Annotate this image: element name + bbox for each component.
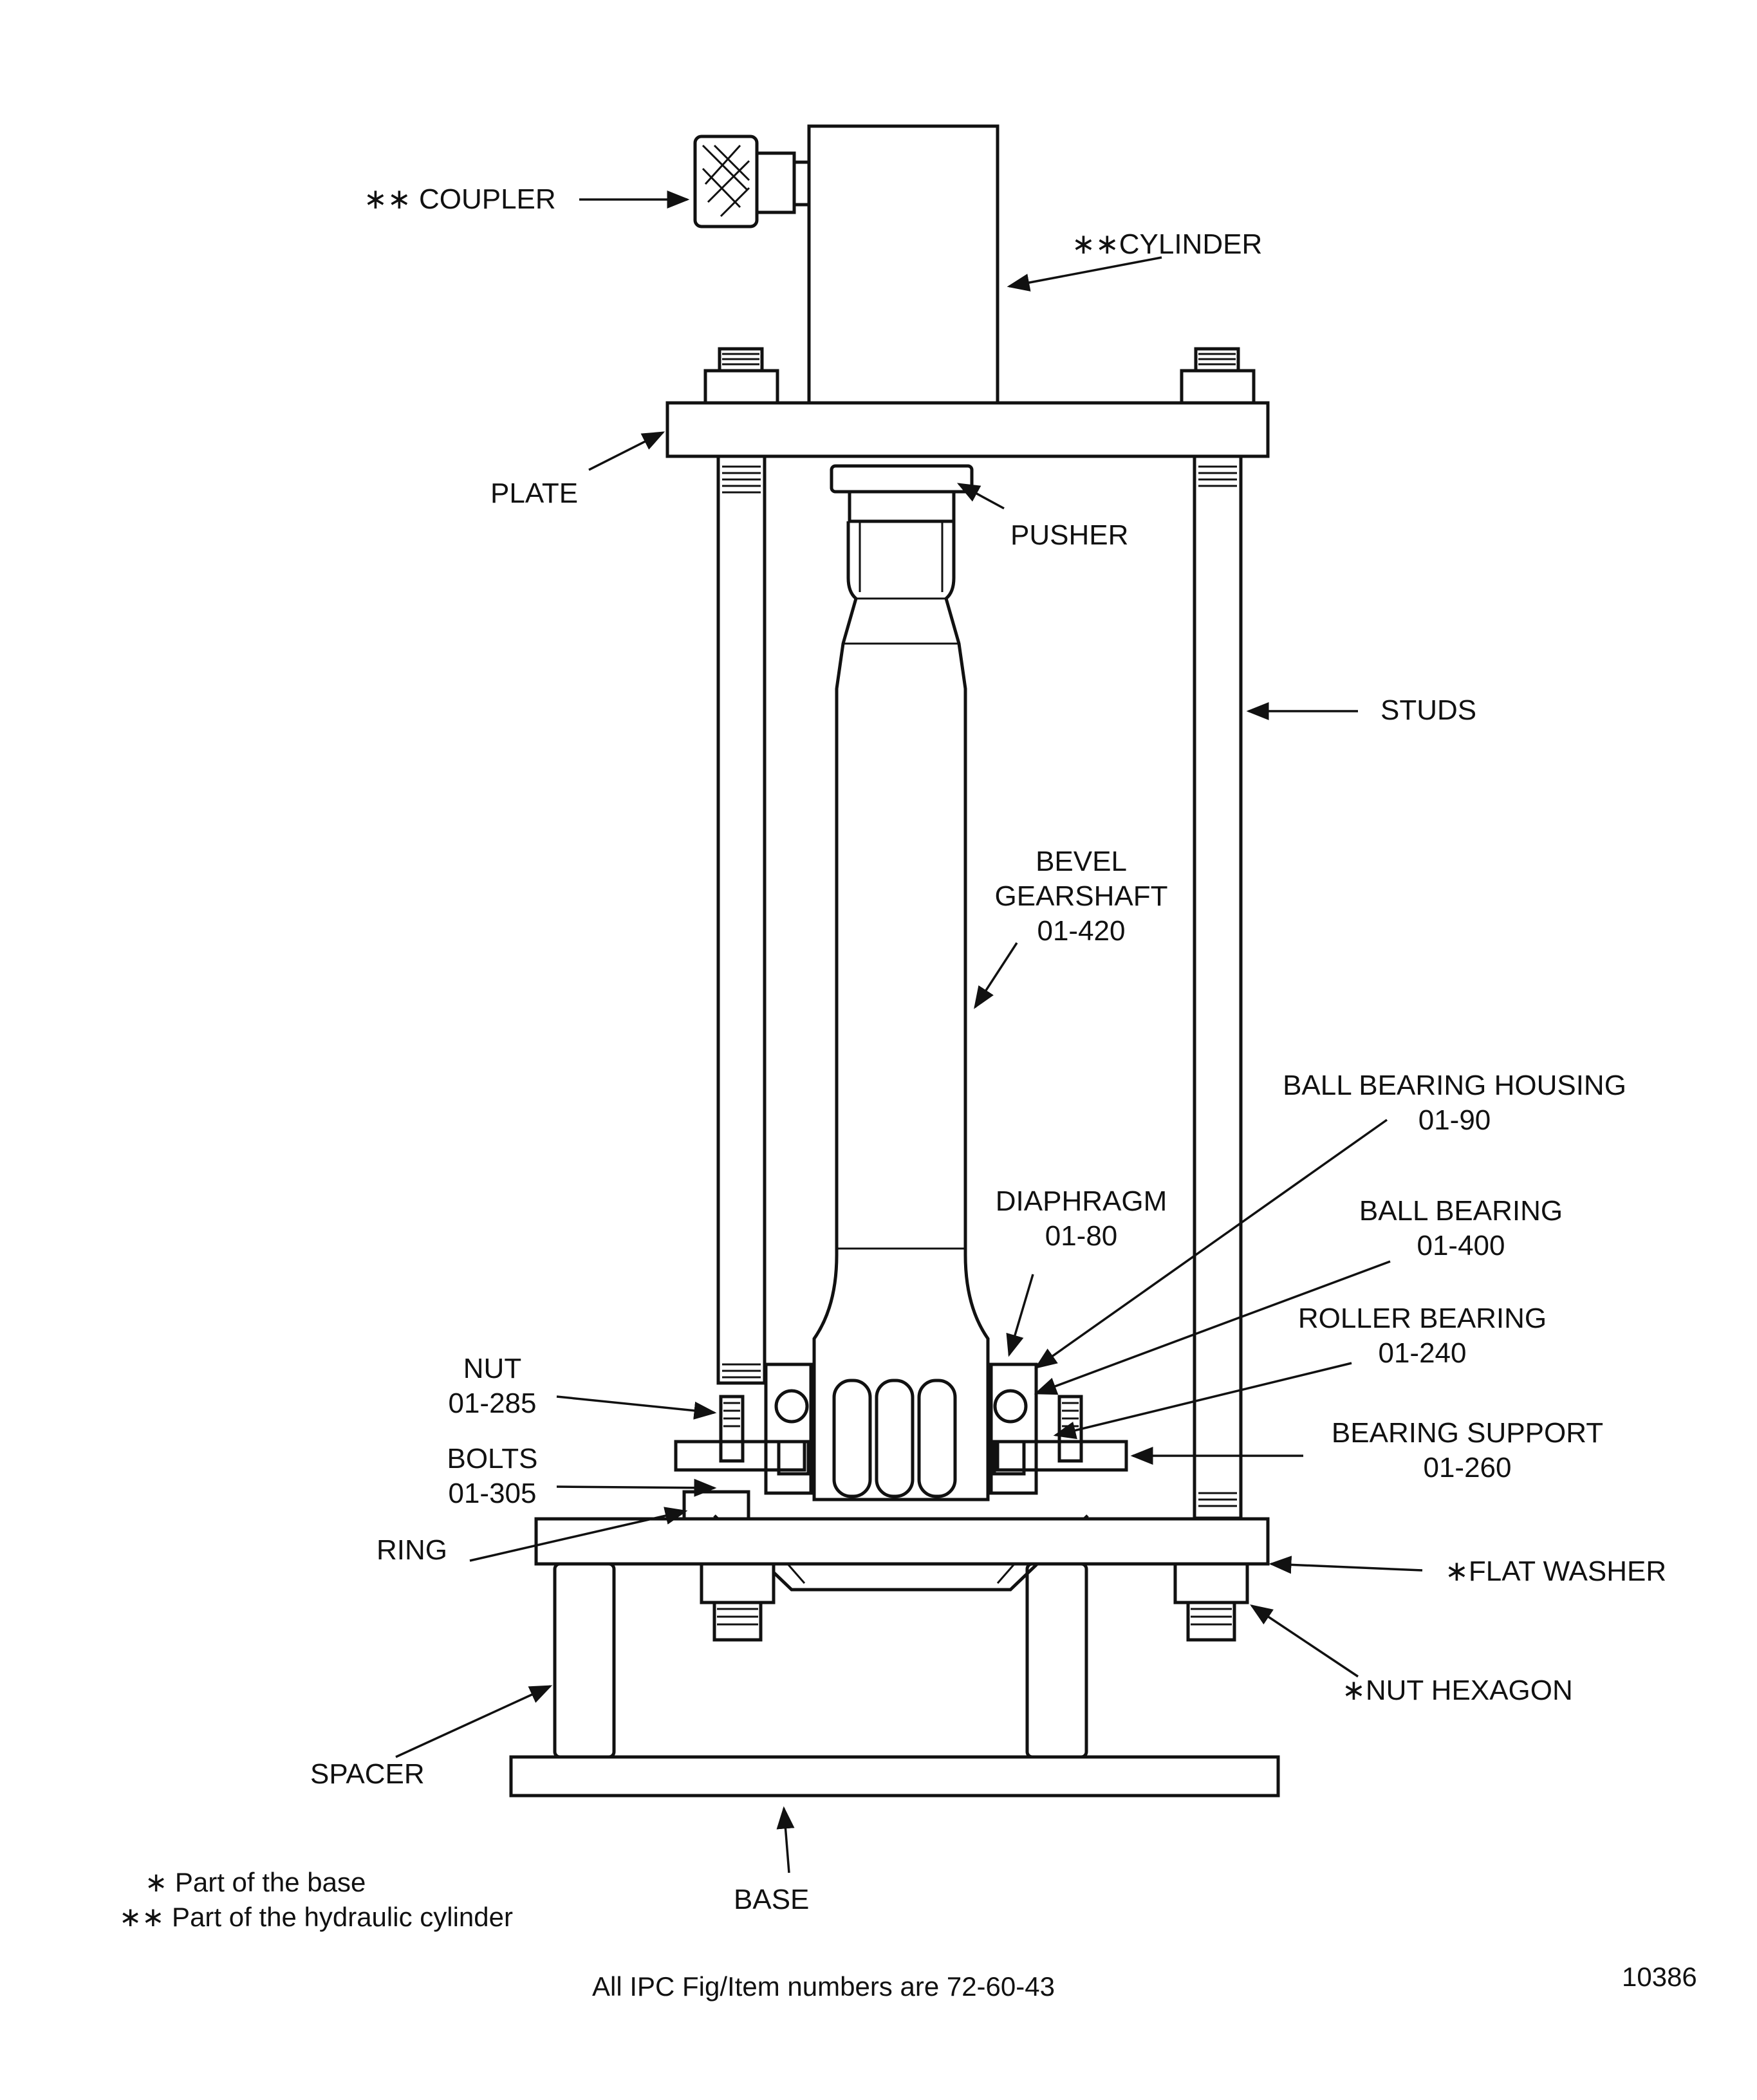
label-ball-bearing: BALL BEARING 01-400 (1359, 1195, 1563, 1261)
note-part-of-base: ∗ Part of the base (145, 1867, 366, 1897)
label-flat-washer: ∗FLAT WASHER (1445, 1556, 1667, 1587)
label-studs: STUDS (1380, 694, 1477, 726)
spacers (553, 1562, 1088, 1759)
cylinder (807, 124, 999, 405)
ipc-note: All IPC Fig/Item numbers are 72-60-43 (592, 1971, 1055, 2002)
bearing-assembly-left (674, 1362, 813, 1495)
label-ring: RING (376, 1534, 447, 1566)
label-base: BASE (734, 1884, 810, 1915)
flat-washer-plate (534, 1517, 1270, 1566)
pusher (830, 464, 974, 523)
label-cylinder: ∗∗CYLINDER (1072, 228, 1263, 260)
label-bearing-support: BEARING SUPPORT 01-260 (1331, 1417, 1604, 1483)
label-bevel-gearshaft: BEVEL GEARSHAFT 01-420 (994, 846, 1168, 947)
label-plate: PLATE (490, 478, 579, 509)
label-diaphragm: DIAPHRAGM 01-80 (995, 1185, 1167, 1252)
bearing-assembly-right (989, 1362, 1128, 1495)
label-nut-hexagon: ∗NUT HEXAGON (1342, 1675, 1573, 1706)
plate (665, 401, 1270, 458)
leader-lines (395, 190, 1423, 1873)
label-ball-bearing-housing: BALL BEARING HOUSING 01-90 (1283, 1070, 1626, 1136)
coupler (693, 135, 812, 228)
bevel-gearshaft (713, 521, 1089, 1592)
label-roller-bearing: ROLLER BEARING 01-240 (1297, 1303, 1547, 1369)
label-spacer: SPACER (310, 1758, 425, 1790)
figure-number: 10386 (1622, 1962, 1697, 1992)
label-bolts: BOLTS 01-305 (447, 1443, 538, 1509)
studs (716, 454, 1243, 1520)
note-part-of-cylinder: ∗∗ Part of the hydraulic cylinder (119, 1902, 513, 1932)
label-coupler: ∗∗ COUPLER (364, 183, 556, 215)
base (509, 1755, 1280, 1798)
label-nut: NUT 01-285 (448, 1353, 537, 1419)
lower-nuts (700, 1562, 1249, 1642)
stud-tops (703, 347, 1256, 405)
label-pusher: PUSHER (1010, 519, 1129, 551)
